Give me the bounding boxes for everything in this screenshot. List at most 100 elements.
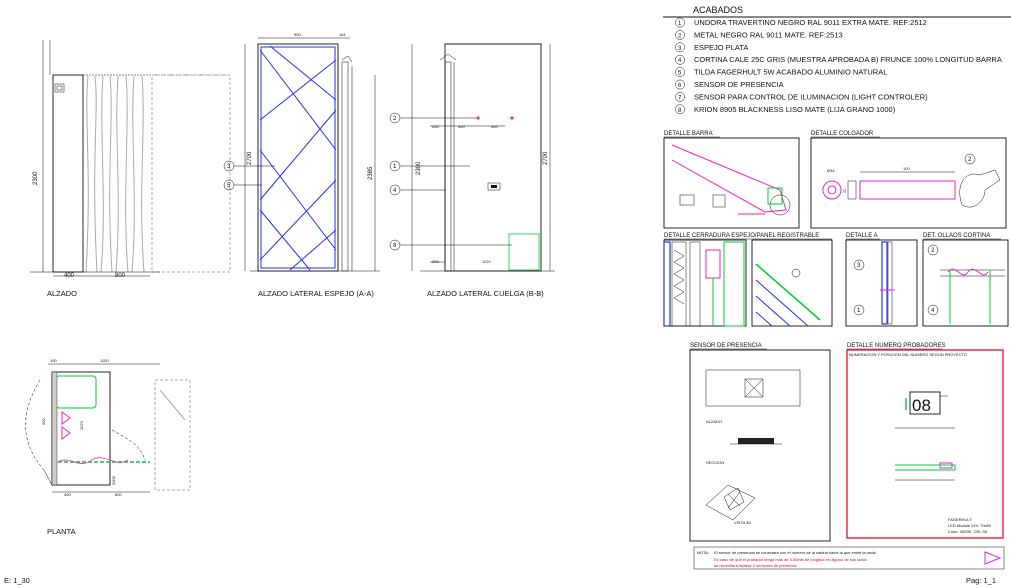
cerradura-lock <box>705 249 721 279</box>
cuelga-bench <box>508 233 540 271</box>
dim-800-alzado: 800 <box>115 273 126 279</box>
note-line-1: El sensor de presencia se conectará con … <box>714 550 876 555</box>
numero-plan-strip <box>895 464 956 471</box>
finish-number: 4 <box>678 58 682 64</box>
finish-number-circle <box>675 79 685 90</box>
note-line-3: se necesitará instalar 2 sensores de pre… <box>714 563 797 568</box>
footer-page: Pag: 1_1 <box>966 576 996 585</box>
planta-view: 100 1100 900 1070 2000 400 800 PLANTA <box>25 358 191 536</box>
detalle-cerradura-title: DETALLE CERRADURA ESPEJO/PANEL REGISTRAB… <box>664 233 819 239</box>
callout-4-ollaos <box>927 304 939 316</box>
dim-200-base: 200 <box>432 259 439 264</box>
colgador-front <box>822 180 842 200</box>
cuelga-plaque <box>487 182 501 191</box>
note-sensor-icon <box>984 551 1002 565</box>
dim-2300-alzado: 2300 <box>33 171 39 185</box>
planta-ghost-diag <box>159 389 186 421</box>
detalle-ollaos-title: DET. OLLAOS CORTINA <box>923 233 990 239</box>
ollaos-curtain-top <box>947 268 989 276</box>
sensor-section <box>738 438 774 444</box>
numero-subtitle: NUMERACION Y POSICION DEL NUMERO SEGUN P… <box>849 352 967 357</box>
dim-400-alzado: 400 <box>64 273 75 279</box>
cerradura-mirror <box>663 241 671 327</box>
finish-number-circle <box>675 54 685 65</box>
sensor-frame <box>689 349 831 542</box>
detalle-colgador: DETALLE COLGADOR Ø34 22 100 2 <box>810 131 1007 229</box>
finish-item-text: TILDA FAGERHULT 5W ACABADO ALUMINIO NATU… <box>694 68 887 77</box>
alzado-ghost-panel <box>151 74 231 273</box>
planta-ghost <box>154 379 191 491</box>
dim-1100-planta: 1100 <box>100 358 109 363</box>
callout-4-ollaos-label: 4 <box>931 308 935 314</box>
finish-number: 8 <box>678 108 682 114</box>
cerradura-3d-lock <box>791 268 801 278</box>
barra-rod <box>671 144 787 213</box>
finish-number-circle <box>675 92 685 102</box>
finish-item-text: ESPEJO PLATA <box>694 43 748 52</box>
numero-plan-plate <box>939 462 953 469</box>
detalle-barra-title: DETALLE BARRA <box>664 131 713 137</box>
cerradura-frame-2 <box>751 239 833 327</box>
dim-400-hooks-a: 400 <box>458 124 465 129</box>
finish-number: 7 <box>678 95 682 101</box>
callout-1-detalle-a <box>853 304 865 316</box>
callout-2-ollaos-label: 2 <box>931 248 935 254</box>
planta-title: PLANTA <box>47 527 76 536</box>
detalle-ollaos-frame <box>922 239 1009 327</box>
finish-item-text: SENSOR DE PRESENCIA <box>694 80 784 89</box>
callout-2-colgador <box>964 153 976 165</box>
callout-1-detalle-a-label: 1 <box>857 308 861 314</box>
callout-5-espejo-label: 5 <box>227 183 231 189</box>
cerradura-edge <box>723 241 745 327</box>
sensor-plate <box>705 369 801 407</box>
alzado-curtain <box>85 75 145 273</box>
finish-number: 2 <box>678 33 682 39</box>
cerradura-3d-hatch <box>755 279 809 327</box>
cerradura-zigzag <box>673 249 685 305</box>
dim-22: 22 <box>842 188 847 193</box>
cuelga-post <box>444 61 452 272</box>
numero-value: 08 <box>912 396 931 415</box>
sensor-3d-face <box>723 487 745 511</box>
callout-3-detalle-a <box>853 259 865 271</box>
numero-frame <box>846 349 1004 539</box>
callout-8-cuelga-label: 8 <box>393 243 397 249</box>
detalle-sensor: SENSOR DE PRESENCIA ALZADO SECCION VISTA… <box>689 343 831 542</box>
planta-door-leaf <box>43 469 53 486</box>
dim-400-hooks-b: 400 <box>491 124 498 129</box>
finish-number-circle <box>675 104 685 115</box>
dim-1070-planta: 1070 <box>79 420 84 430</box>
numero-note-line: FAGERHULT: <box>948 517 972 522</box>
colgador-side <box>847 180 857 200</box>
finish-number-circle <box>675 30 685 40</box>
cerradura-frame-1 <box>663 239 747 327</box>
sensor-alzado-label: ALZADO <box>706 419 722 424</box>
dim-2000-planta: 2000 <box>111 475 116 485</box>
callout-3-detalle-a-label: 3 <box>857 263 861 269</box>
dim-900-planta: 900 <box>41 418 46 425</box>
callout-1-cuelga-label: 1 <box>393 164 397 170</box>
barra-bracket <box>767 187 783 205</box>
finish-number: 6 <box>678 83 682 89</box>
finish-number-circle <box>675 67 685 77</box>
finishes-title: ACABADOS <box>693 5 743 15</box>
dim-034: Ø34 <box>827 168 835 173</box>
cerradura-post <box>689 241 701 327</box>
alzado-plaque <box>54 83 65 93</box>
numero-note-line: LED Module 24V. 70x80 <box>948 523 992 528</box>
dim-2700-cuelga: 2700 <box>543 151 549 165</box>
detalle-ollaos: DET. OLLAOS CORTINA 2 4 <box>922 233 1009 327</box>
footer-scale: E: 1_30 <box>4 576 30 585</box>
sensor-vista3d-label: VISTA 3D <box>734 520 751 525</box>
alzado-title: ALZADO <box>47 289 77 298</box>
callout-2-cuelga-label: 2 <box>393 116 397 122</box>
callout-2-ollaos <box>927 244 939 256</box>
dim-100-planta: 100 <box>50 358 57 363</box>
dim-100-colgador: 100 <box>903 166 910 171</box>
sensor-title: SENSOR DE PRESENCIA <box>690 343 762 349</box>
planta-curtain <box>57 457 129 464</box>
dim-2300-cuelga: 2300 <box>416 161 422 175</box>
